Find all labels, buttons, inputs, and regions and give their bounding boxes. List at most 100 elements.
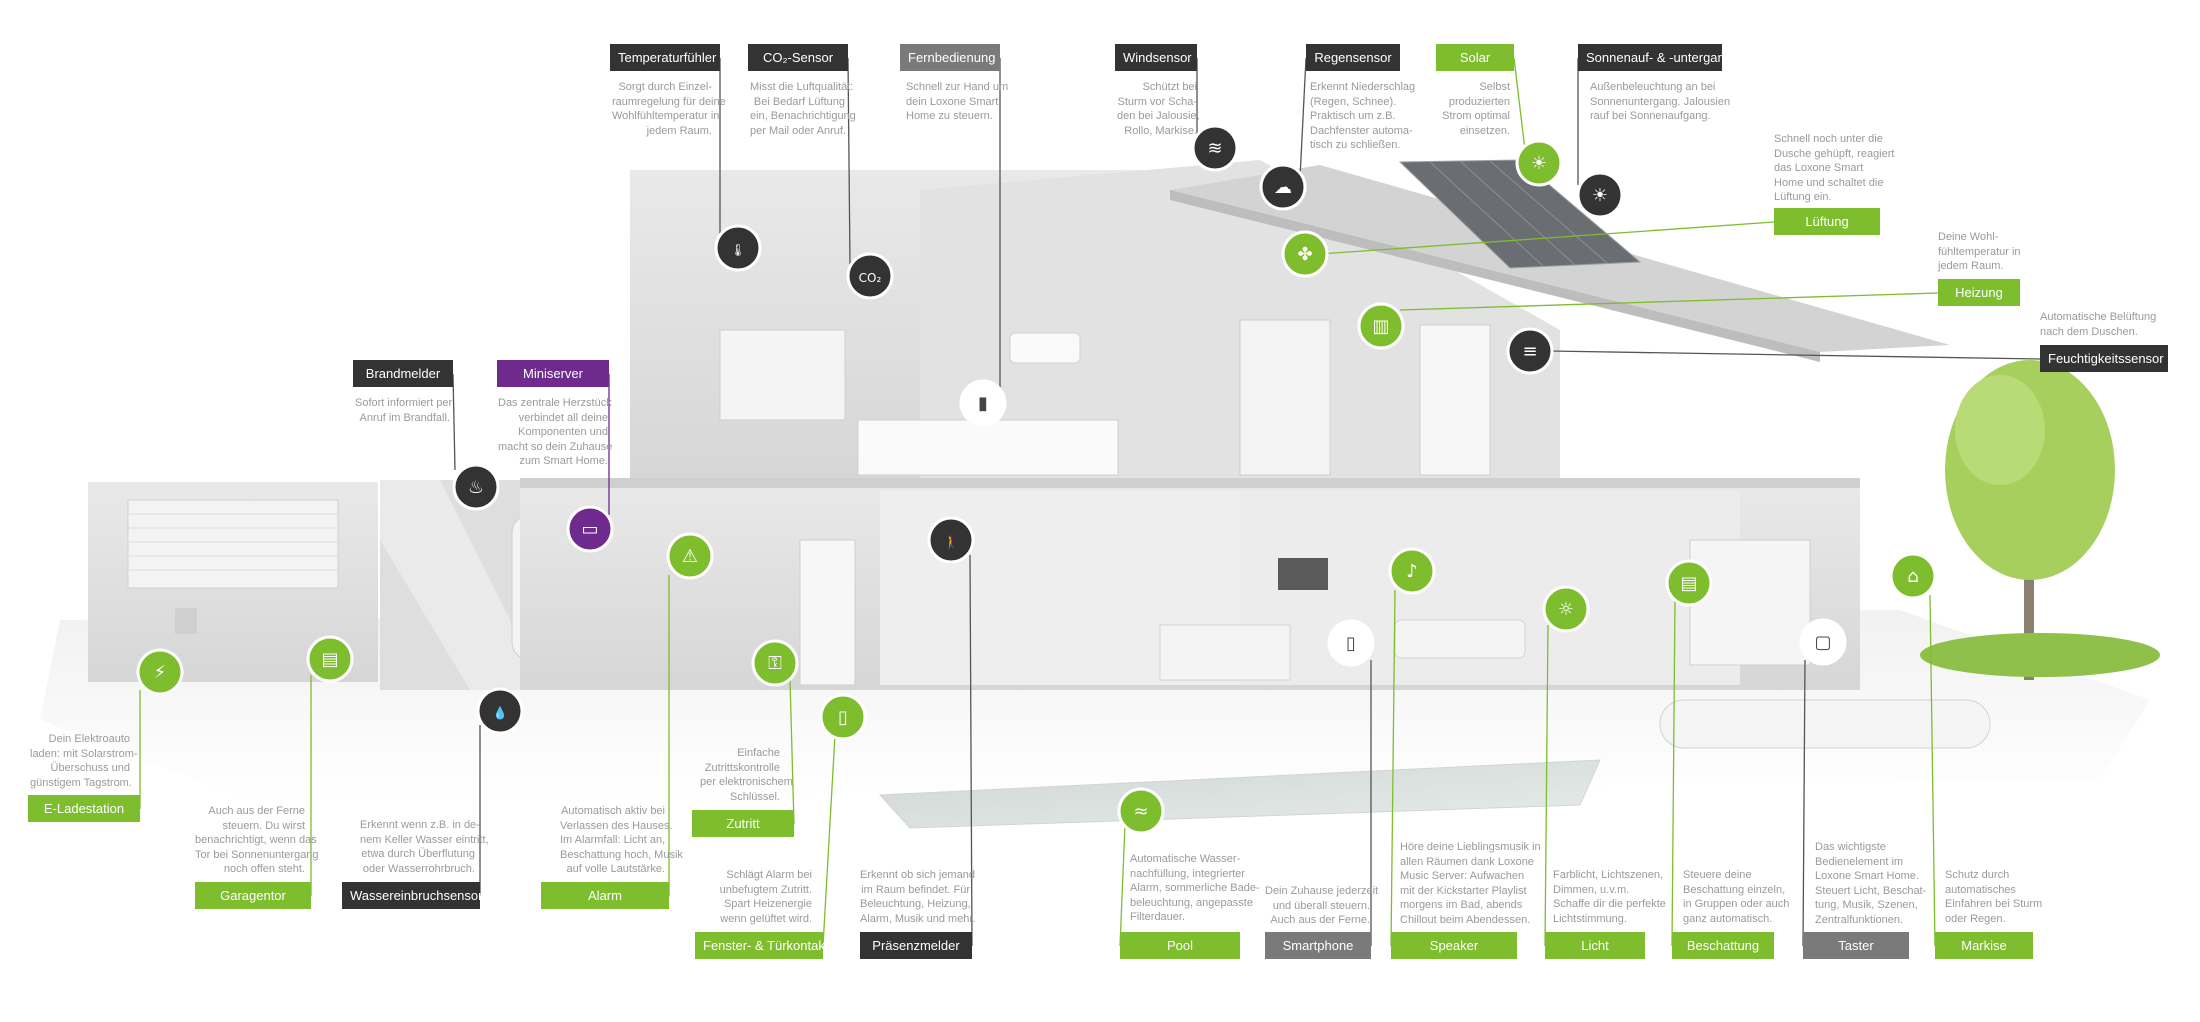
description-line: Beleuchtung, Heizung, (860, 898, 971, 910)
svg-text:☁: ☁ (1274, 177, 1292, 198)
bedroom-window (719, 329, 846, 421)
description-line: Schlägt Alarm bei (726, 869, 812, 881)
description-line: Anruf im Brandfall. (359, 411, 450, 424)
svg-text:♨: ♨ (468, 477, 484, 498)
connector-regensensor (1299, 57, 1307, 179)
description-line: zum Smart Home. (519, 455, 608, 467)
label-co2-sensor: CO₂-Sensor (748, 44, 848, 71)
description-line: Bei Bedarf Lüftung (753, 95, 845, 108)
description-line: oder Regen. (1945, 912, 2006, 925)
svg-text:▮: ▮ (978, 393, 988, 414)
description-line: morgens im Bad, abends (1400, 899, 1523, 911)
switch-icon: ▢ (1799, 618, 1847, 666)
description-line: in Gruppen oder auch (1683, 898, 1790, 910)
description-line: Rollo, Markise. (1124, 124, 1197, 137)
description-line: Farblicht, Lichtszenen, (1553, 869, 1664, 881)
label-miniserver: Miniserver (497, 360, 609, 387)
svg-text:▯: ▯ (1346, 633, 1356, 654)
description-line: Das zentrale Herzstück (498, 397, 612, 409)
fan-icon: ✤ (1281, 230, 1329, 278)
description-line: Steuere deine (1683, 869, 1752, 881)
description-line: Strom optimal (1442, 110, 1510, 122)
description-line: macht so dein Zuhause (498, 440, 613, 453)
svg-text:☼: ☼ (1558, 599, 1574, 620)
pool-cover (1659, 699, 1991, 749)
miniserver-icon: ▭ (566, 505, 614, 553)
label-sonnenauf: Sonnenauf- & -untergang (1578, 44, 1732, 71)
description-line: Dachfenster automa- (1310, 124, 1413, 137)
description-line: Misst die Luftqualität: (750, 81, 854, 93)
description-line: auf volle Lautstärke. (566, 863, 665, 875)
description-line: Dein Elektroauto (48, 733, 130, 745)
label-garagentor: Garagentor (195, 882, 311, 909)
bathroom-door (1419, 324, 1491, 476)
label-speaker: Speaker (1391, 932, 1517, 959)
pool-icon: ≈ (1117, 787, 1165, 835)
sunrise-icon: ☀ (1576, 171, 1624, 219)
door-contact-icon: ▯ (819, 693, 867, 741)
connector-markise (1929, 594, 1936, 947)
flame-icon: ♨ (452, 463, 500, 511)
description-line: Spart Heizenergie (723, 898, 812, 910)
description-line: Sturm vor Scha- (1117, 95, 1197, 108)
svg-text:⚿: ⚿ (768, 653, 782, 674)
description-line: Dein Zuhause jederzeit (1265, 885, 1379, 897)
description-line: nem Keller Wasser eintritt, (360, 833, 489, 846)
label-feuchtigkeitssensor: Feuchtigkeitssensor (2040, 345, 2168, 372)
ev-charger-icon: ⚡ (136, 648, 184, 696)
label-pool: Pool (1120, 932, 1240, 959)
description-line: Einfache (737, 747, 780, 759)
description-line: tung, Musik, Szenen, (1815, 899, 1918, 911)
hedge (1920, 633, 2160, 677)
label-e-ladestation: E-Ladestation (28, 795, 140, 822)
key-icon: ⚿ (751, 639, 799, 687)
shower (1239, 319, 1331, 476)
description-line: per elektronischem (700, 776, 793, 788)
description-line: Bedienelement im (1815, 855, 1904, 868)
pool (878, 759, 1601, 829)
connector-brandmelder (452, 373, 456, 471)
description-line: Selbst (1479, 81, 1510, 93)
description-line: automatisches (1945, 883, 2016, 896)
bed (857, 419, 1119, 476)
label-fernbedienung: Fernbedienung (900, 44, 1000, 71)
description-line: Erkennt ob sich jemand (860, 869, 975, 881)
description-line: Schützt bei (1142, 81, 1197, 93)
description-line: rauf bei Sonnenaufgang. (1590, 110, 1711, 122)
svg-text:🚶: 🚶 (944, 535, 959, 549)
label-markise: Markise (1935, 932, 2033, 959)
description-line: Automatische Wasser- (1130, 853, 1241, 865)
connector-speaker (1390, 589, 1396, 947)
description-line: fühltemperatur in (1938, 245, 2021, 258)
description-line: allen Räumen dank Loxone (1400, 855, 1534, 868)
svg-text:▯: ▯ (838, 707, 848, 728)
label-beschattung: Beschattung (1672, 932, 1774, 959)
label-windsensor: Windsensor (1115, 44, 1197, 71)
description-line: nach dem Duschen. (2040, 325, 2138, 338)
description-line: Erkennt wenn z.B. in de- (360, 819, 480, 831)
description-line: Zentralfunktionen. (1815, 913, 1904, 926)
garage-door (127, 499, 339, 589)
terrace-window (1689, 539, 1811, 666)
remote-control-icon: ▮ (959, 379, 1007, 427)
svg-text:▭: ▭ (581, 519, 598, 540)
connector-beschattung (1671, 599, 1676, 947)
label-regensensor: Regensensor (1306, 44, 1400, 71)
awning-icon: ⌂ (1889, 552, 1937, 600)
description-line: Schnell noch unter die (1774, 133, 1883, 145)
description-line: (Regen, Schnee). (1310, 95, 1397, 108)
svg-text:▥: ▥ (1372, 316, 1389, 337)
description-line: Sonnenuntergang. Jalousien (1590, 95, 1731, 108)
